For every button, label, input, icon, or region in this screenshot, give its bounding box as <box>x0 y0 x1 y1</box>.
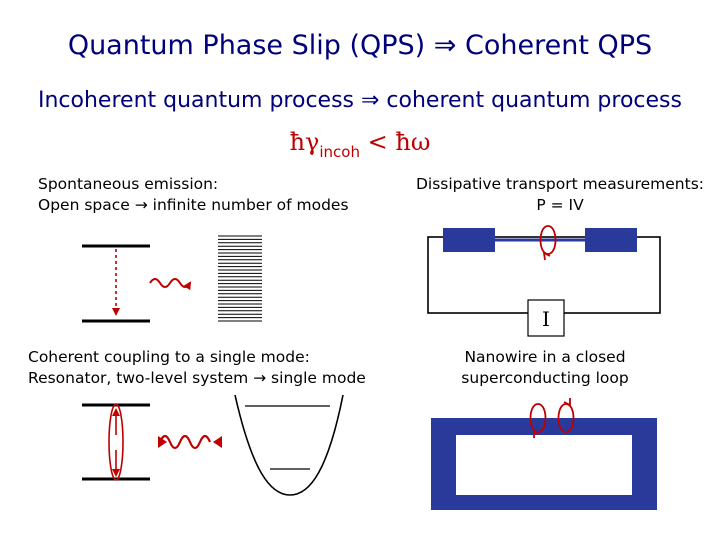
left-electrode <box>443 228 495 252</box>
resonator-potential <box>234 394 344 496</box>
emitted-photon-wave-icon <box>149 278 192 291</box>
dissipative-caption: Dissipative transport measurements: P = … <box>400 174 720 216</box>
current-label: I <box>542 307 550 331</box>
superconducting-loop <box>431 398 657 510</box>
rotation-right-arrowhead <box>563 398 571 407</box>
right-electrode <box>585 228 637 252</box>
nanowire-line1: Nanowire in a closed <box>464 348 626 366</box>
rotation-arrowhead <box>542 251 551 261</box>
two-level-system-spontaneous <box>82 244 150 323</box>
hbar-symbol-2: ħ <box>395 128 411 156</box>
rotation-left-arrowhead <box>533 429 541 438</box>
continuum-of-modes <box>218 235 262 322</box>
less-than-symbol: < <box>367 128 388 156</box>
slide-title: Quantum Phase Slip (QPS) ⇒ Coherent QPS <box>67 30 653 61</box>
slide-subtitle: Incoherent quantum process ⇒ coherent qu… <box>38 88 682 113</box>
nanowire-line2: superconducting loop <box>461 369 629 387</box>
spontaneous-caption: Spontaneous emission: Open space → infin… <box>38 174 349 216</box>
rotation-right-icon <box>557 403 575 433</box>
rate-inequality: ħγincoh < ħω <box>0 128 720 161</box>
spontaneous-line1: Spontaneous emission: <box>38 175 219 193</box>
dissipative-line1: Dissipative transport measurements: <box>415 175 705 193</box>
omega-symbol: ω <box>410 128 431 156</box>
wave-right-arrowhead <box>213 436 222 448</box>
transport-circuit: I <box>427 225 661 337</box>
two-level-system-coherent <box>82 403 150 481</box>
gamma-subscript: incoh <box>319 143 360 161</box>
gamma-symbol: γ <box>305 128 320 156</box>
coherent-line2: Resonator, two-level system → single mod… <box>28 369 366 387</box>
nanowire-caption: Nanowire in a closed superconducting loo… <box>440 347 650 389</box>
hbar-symbol: ħ <box>289 128 306 156</box>
rabi-oscillation-loop <box>108 403 124 481</box>
parabola <box>234 394 344 496</box>
dissipative-line2: P = IV <box>536 196 584 214</box>
spontaneous-line2: Open space → infinite number of modes <box>38 196 349 214</box>
coherent-line1: Coherent coupling to a single mode: <box>28 348 310 366</box>
coupled-photon-wave-icon <box>158 434 212 450</box>
loop-body <box>431 418 657 510</box>
coherent-caption: Coherent coupling to a single mode: Reso… <box>28 347 366 389</box>
wave-left-arrowhead <box>158 436 167 448</box>
current-source-box <box>527 299 565 337</box>
